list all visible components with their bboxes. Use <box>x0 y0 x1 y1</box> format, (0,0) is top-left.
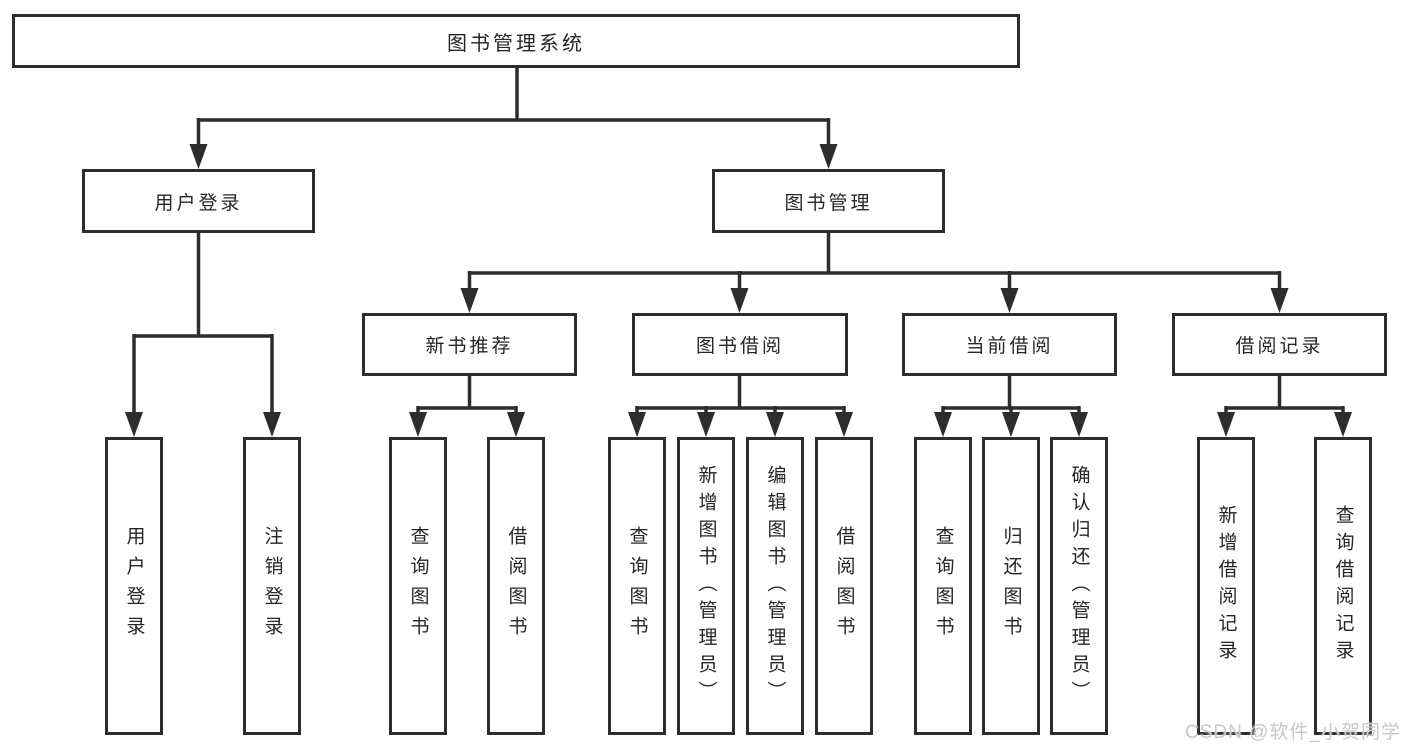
node-new-book-recommend: 新书推荐 <box>362 313 577 376</box>
node-label: 图书管理系统 <box>447 32 585 55</box>
node-label: 用户登录 <box>154 192 243 214</box>
node-book-borrow: 图书借阅 <box>632 313 848 376</box>
node-book-management: 图书管理 <box>712 169 945 233</box>
leaf-borrow-books-recommend: 借阅图书 <box>487 437 545 735</box>
leaf-edit-book-admin: 编辑图书（管理员） <box>746 437 804 735</box>
node-label: 图书管理 <box>784 192 873 214</box>
leaf-borrow-books: 借阅图书 <box>815 437 873 735</box>
leaf-confirm-return-admin: 确认归还（管理员） <box>1050 437 1108 735</box>
node-label: 用户登录 <box>123 526 145 646</box>
node-label: 借阅图书 <box>833 526 855 646</box>
leaf-query-borrow-record: 查询借阅记录 <box>1314 437 1372 735</box>
node-label: 查询图书 <box>407 526 429 646</box>
node-current-borrow: 当前借阅 <box>902 313 1117 376</box>
node-user-login-branch: 用户登录 <box>82 169 315 233</box>
csdn-watermark: CSDN @软件_小贺同学 <box>1185 722 1401 743</box>
node-label: 新增借阅记录 <box>1215 505 1237 667</box>
leaf-add-book-admin: 新增图书（管理员） <box>677 437 735 735</box>
node-label: 借阅记录 <box>1235 336 1324 357</box>
node-label: 归还图书 <box>1000 526 1022 646</box>
node-label: 查询图书 <box>932 526 954 646</box>
node-label: 借阅图书 <box>505 526 527 646</box>
leaf-query-books-recommend: 查询图书 <box>389 437 447 735</box>
leaf-query-books-borrow: 查询图书 <box>608 437 666 735</box>
leaf-query-books-current: 查询图书 <box>914 437 972 735</box>
node-label: 查询借阅记录 <box>1332 505 1354 667</box>
leaf-add-borrow-record: 新增借阅记录 <box>1197 437 1255 735</box>
leaf-logout: 注销登录 <box>243 437 301 735</box>
node-label: 查询图书 <box>626 526 648 646</box>
node-label: 新书推荐 <box>425 336 514 357</box>
node-label: 图书借阅 <box>695 336 784 357</box>
node-label: 新增图书（管理员） <box>695 464 717 708</box>
node-label: 注销登录 <box>261 526 283 646</box>
arrowheads <box>125 144 1352 437</box>
node-label: 编辑图书（管理员） <box>764 464 786 708</box>
node-label: 当前借阅 <box>965 336 1054 357</box>
node-borrow-records: 借阅记录 <box>1172 313 1387 376</box>
node-library-system: 图书管理系统 <box>12 14 1020 68</box>
node-label: 确认归还（管理员） <box>1068 464 1090 708</box>
leaf-return-book: 归还图书 <box>982 437 1040 735</box>
leaf-user-login: 用户登录 <box>105 437 163 735</box>
